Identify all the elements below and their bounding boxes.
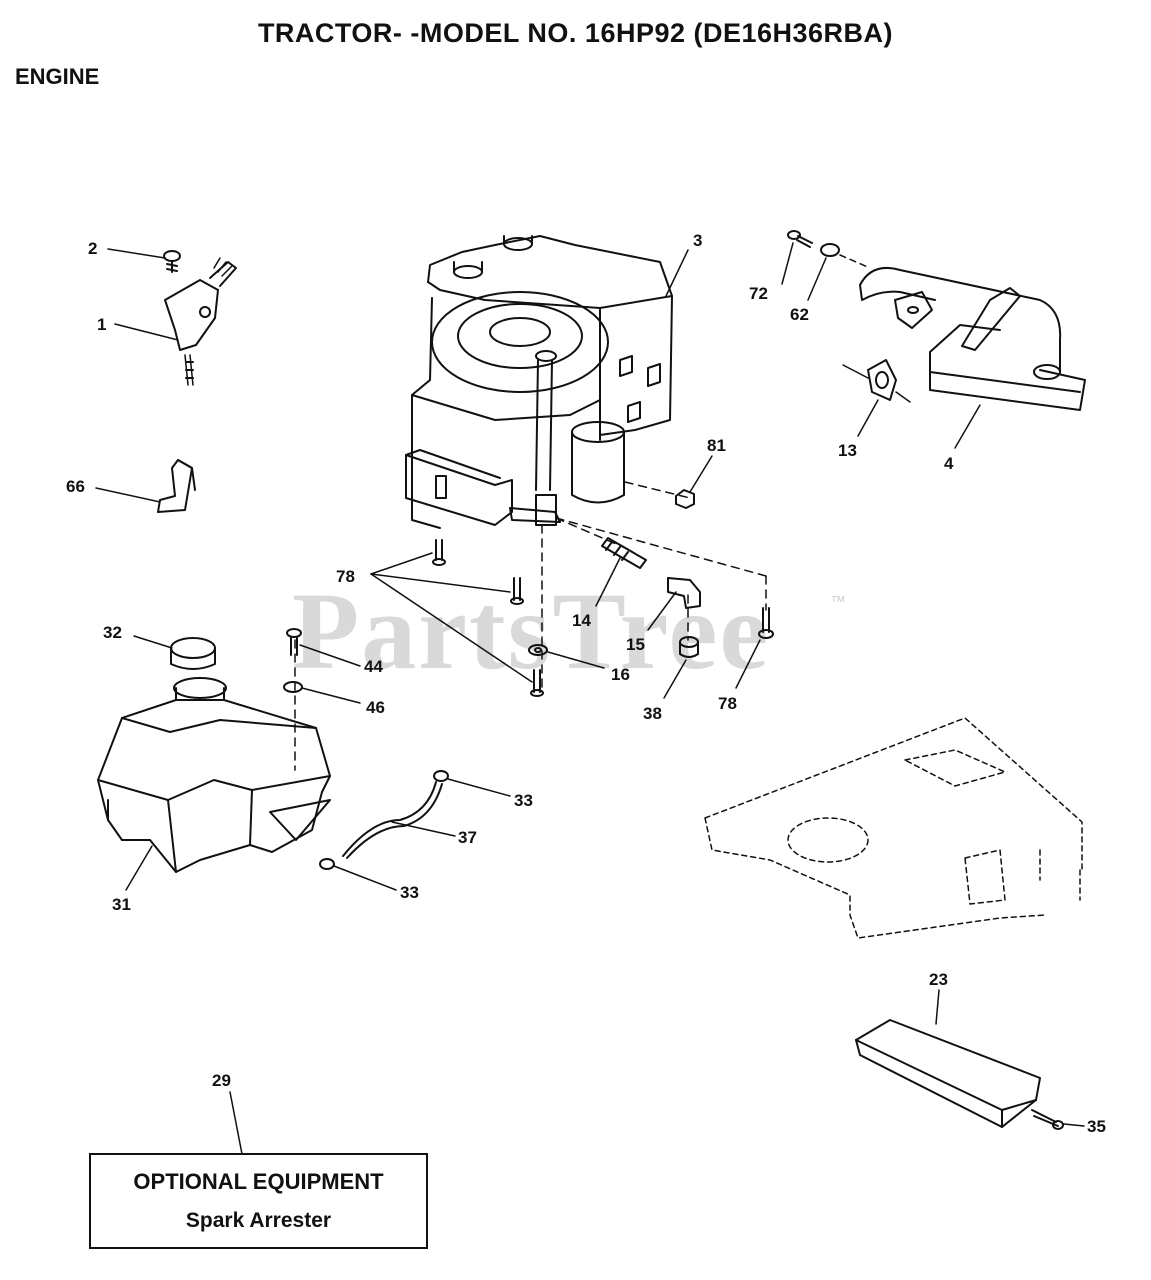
optional-equipment-box: OPTIONAL EQUIPMENT Spark Arrester — [89, 1153, 428, 1249]
part-31-fuel-tank[interactable] — [97, 677, 331, 873]
callout-78-right: 78 — [718, 694, 737, 713]
part-1-throttle-bracket[interactable] — [164, 257, 237, 386]
part-44-screw[interactable] — [286, 628, 302, 656]
callout-35: 35 — [1087, 1117, 1106, 1136]
callout-78-left: 78 — [336, 567, 355, 586]
callout-66: 66 — [66, 477, 85, 496]
part-66-clip[interactable] — [157, 459, 196, 513]
tractor-frame — [704, 717, 1083, 939]
part-13-gasket[interactable] — [842, 359, 911, 403]
callout-2: 2 — [88, 239, 97, 258]
callout-46: 46 — [366, 698, 385, 717]
part-46-washer[interactable] — [283, 681, 303, 693]
part-16-washer[interactable] — [528, 644, 548, 656]
callout-31: 31 — [112, 895, 131, 914]
callout-13: 13 — [838, 441, 857, 460]
callout-14: 14 — [572, 611, 591, 630]
part-78-bolts[interactable] — [432, 539, 774, 697]
part-23-shield[interactable] — [855, 1019, 1041, 1128]
section-label: ENGINE — [15, 64, 100, 89]
callout-15: 15 — [626, 635, 645, 654]
optional-equipment-title: OPTIONAL EQUIPMENT — [133, 1169, 384, 1194]
part-33-clamps[interactable] — [319, 770, 449, 870]
part-62-gasket[interactable] — [820, 243, 840, 257]
callout-3: 3 — [693, 231, 702, 250]
part-15-elbow[interactable] — [667, 577, 701, 609]
part-2-screw[interactable] — [163, 250, 181, 273]
spark-arrester-label: Spark Arrester — [185, 1209, 332, 1232]
callout-44: 44 — [364, 657, 383, 676]
callout-81: 81 — [707, 436, 726, 455]
part-38-drain-cap[interactable] — [679, 636, 699, 658]
watermark: PartsTree — [292, 570, 771, 692]
callout-29: 29 — [212, 1071, 231, 1090]
callout-32: 32 — [103, 623, 122, 642]
leader-dashes — [294, 481, 767, 771]
callout-33-bottom: 33 — [400, 883, 419, 902]
callout-23: 23 — [929, 970, 948, 989]
part-37-fuel-line[interactable] — [342, 781, 443, 859]
callout-16: 16 — [611, 665, 630, 684]
diagram-title: TRACTOR- -MODEL NO. 16HP92 (DE16H36RBA) — [257, 18, 894, 48]
leader-lines — [95, 242, 1085, 1155]
callout-38: 38 — [643, 704, 662, 723]
part-3-engine[interactable] — [405, 235, 673, 529]
callout-37: 37 — [458, 828, 477, 847]
part-72-bolt[interactable] — [787, 230, 813, 248]
part-4-muffler[interactable] — [859, 266, 1086, 411]
callout-4: 4 — [944, 454, 954, 473]
part-81-nut[interactable] — [675, 489, 695, 509]
callout-1: 1 — [97, 315, 106, 334]
watermark-trademark: ™ — [830, 594, 846, 611]
callout-33-top: 33 — [514, 791, 533, 810]
part-35-screw[interactable] — [1031, 1109, 1064, 1130]
part-32-fuel-cap[interactable] — [170, 637, 216, 670]
callout-72: 72 — [749, 284, 768, 303]
part-14-pipe-nipple[interactable] — [601, 537, 647, 569]
callout-62: 62 — [790, 305, 809, 324]
